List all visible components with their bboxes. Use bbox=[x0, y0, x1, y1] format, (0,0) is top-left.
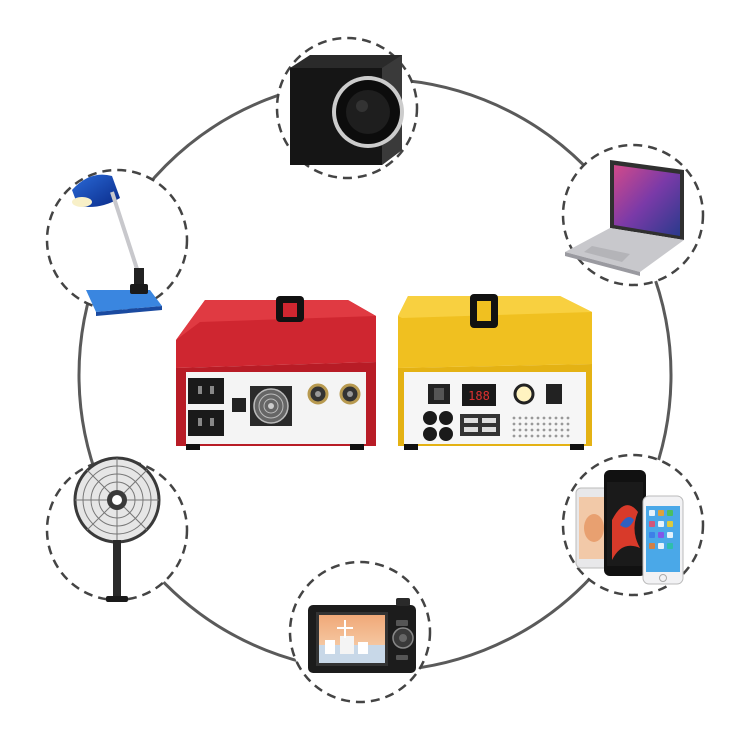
laptop-icon bbox=[565, 160, 684, 276]
power-station-icon bbox=[176, 296, 376, 450]
yellow-unit-display: 188 bbox=[468, 389, 490, 403]
yellow-power-station: 188 bbox=[398, 294, 592, 450]
standing-fan-icon bbox=[73, 456, 161, 602]
speaker-icon bbox=[290, 55, 404, 165]
device-lamp bbox=[45, 168, 189, 316]
device-phones bbox=[561, 453, 705, 597]
red-power-station bbox=[176, 296, 376, 450]
desk-lamp-icon bbox=[72, 174, 162, 316]
camera-icon bbox=[308, 598, 416, 673]
smartphones-icon bbox=[575, 470, 684, 585]
device-camera bbox=[288, 560, 432, 704]
power-station-icon: 188 bbox=[398, 294, 592, 450]
device-fan bbox=[45, 456, 189, 602]
device-speaker bbox=[275, 36, 419, 180]
device-laptop bbox=[561, 143, 705, 287]
